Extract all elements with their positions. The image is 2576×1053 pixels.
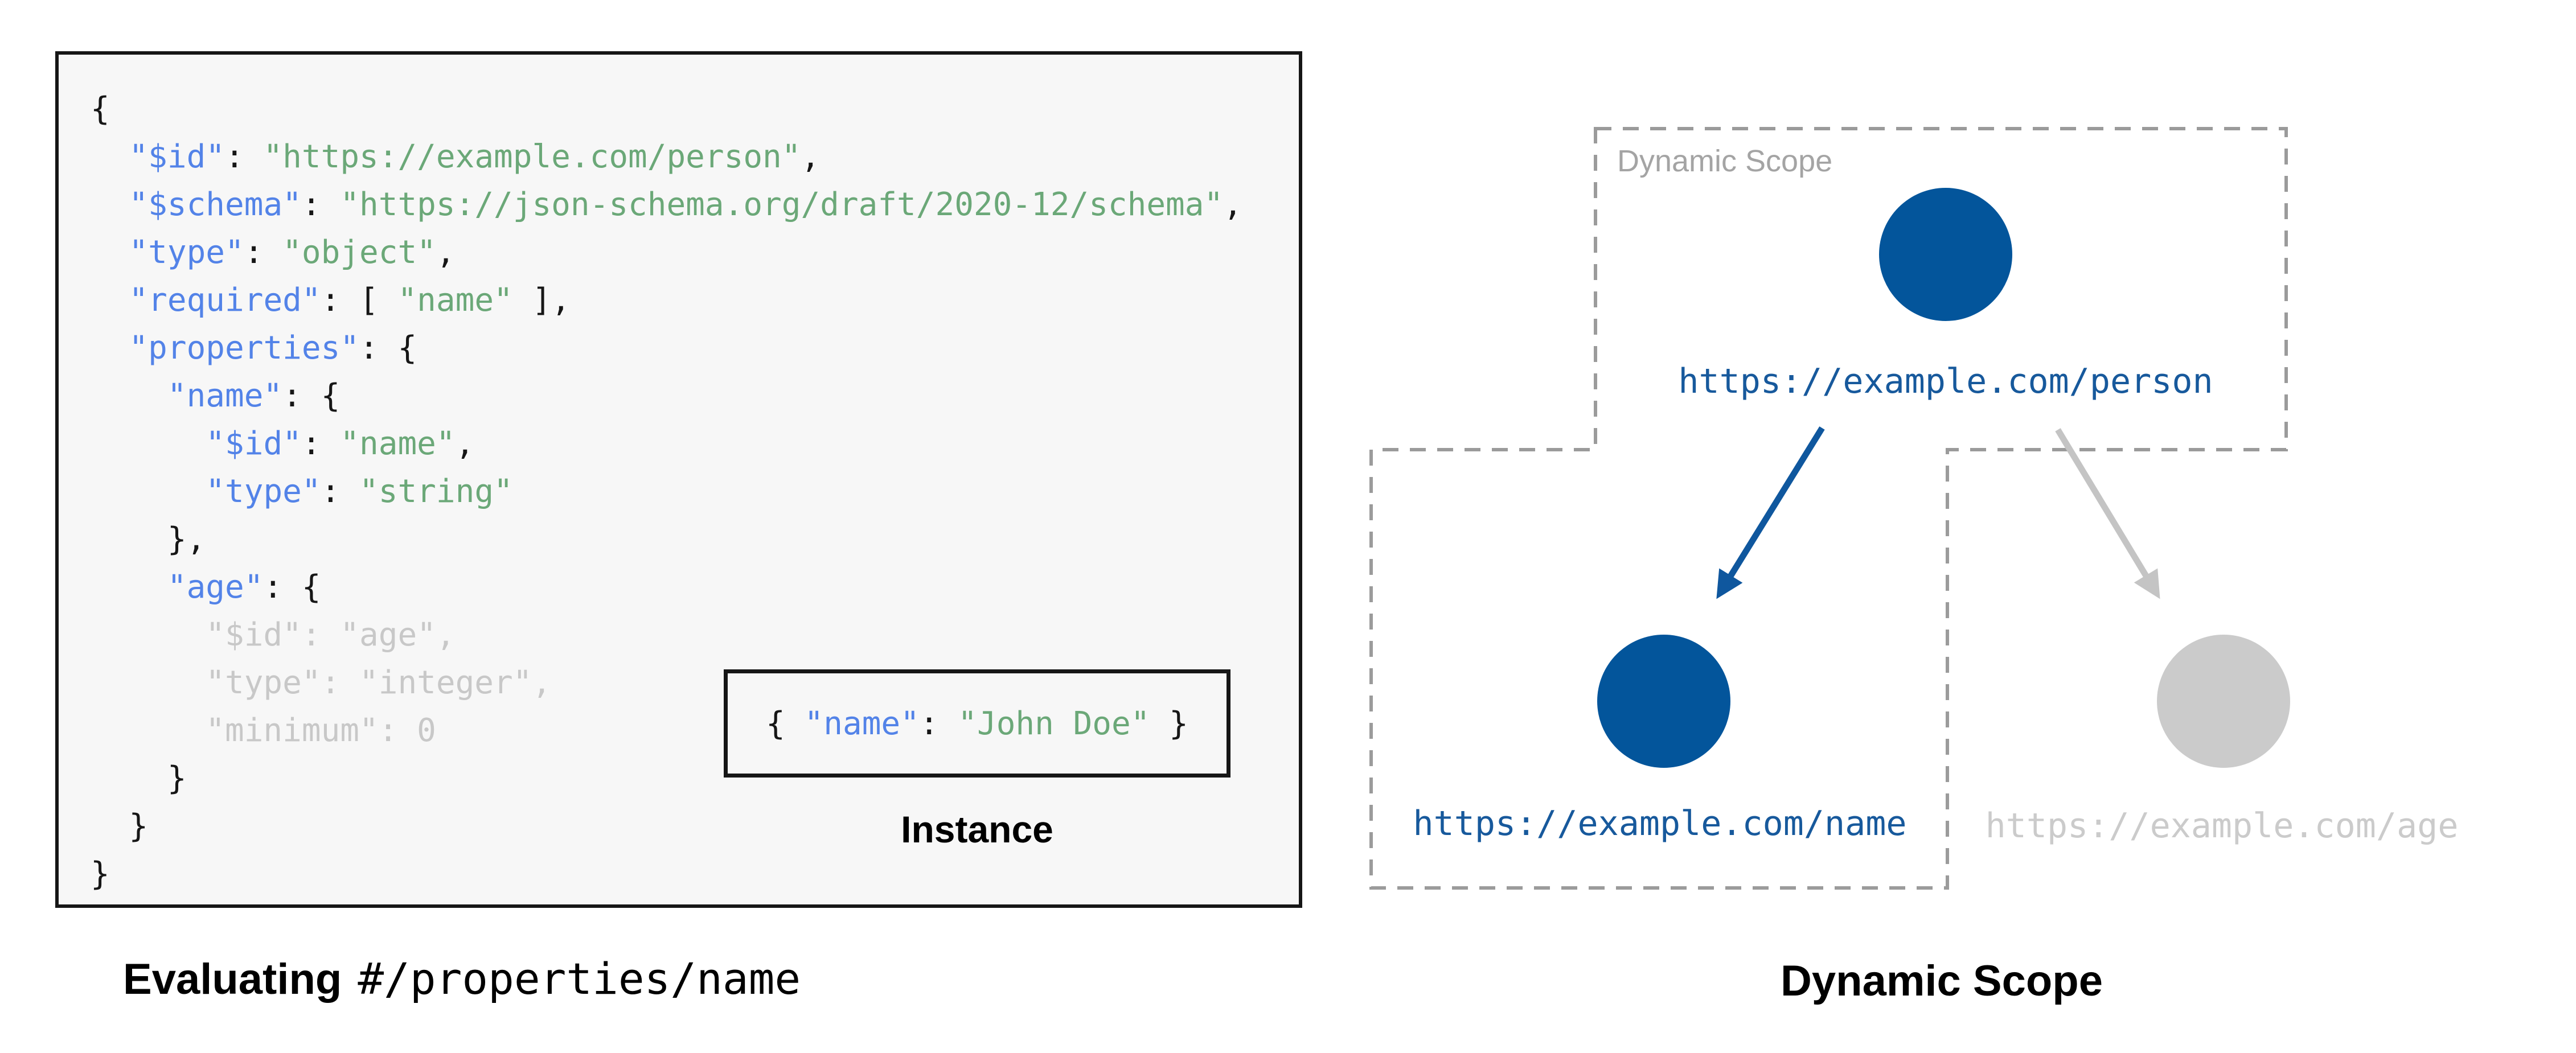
instance-box: { "name": "John Doe" }: [724, 669, 1230, 778]
name-node-circle: [1597, 635, 1730, 768]
code-token: ,: [1223, 186, 1242, 223]
code-line: "properties": {: [91, 324, 1282, 372]
code-token: "$id": "age",: [91, 616, 456, 653]
code-token: ,: [801, 138, 821, 175]
code-token: "properties": [129, 330, 360, 367]
code-token: "$id": [206, 425, 302, 462]
code-token: : {: [359, 330, 417, 367]
name-node-url: https://example.com/name: [1413, 804, 1907, 844]
evaluating-caption-pointer: #/properties/name: [358, 953, 801, 1004]
code-line: "required": [ "name" ],: [91, 277, 1282, 324]
code-token: "string": [359, 473, 513, 510]
code-token: "John Doe": [958, 705, 1150, 742]
code-line: "type": "string": [91, 468, 1282, 516]
code-token: "name": [167, 377, 283, 414]
schema-code: { "$id": "https://example.com/person", "…: [59, 55, 1299, 898]
edge-person-to-name: [1716, 426, 1825, 599]
code-line: "minimum": 0: [91, 707, 1282, 755]
code-line: "type": "integer",: [91, 659, 1282, 707]
age-node-circle: [2157, 635, 2290, 768]
code-token: "object": [282, 234, 436, 271]
code-line: "$id": "name",: [91, 420, 1282, 468]
code-token: "https://example.com/person": [263, 138, 801, 175]
age-node-url: https://example.com/age: [1985, 806, 2459, 846]
code-line: }: [91, 803, 1282, 850]
code-token: :: [919, 705, 958, 742]
edge-person-to-age: [2055, 428, 2160, 599]
code-token: "age": [167, 569, 264, 606]
code-line: }: [91, 755, 1282, 803]
code-token: "https://json-schema.org/draft/2020-12/s…: [340, 186, 1224, 223]
code-line: "$id": "age",: [91, 611, 1282, 659]
code-token: :: [301, 186, 341, 223]
person-node-url: https://example.com/person: [1678, 361, 2213, 401]
person-node-circle: [1879, 188, 2012, 321]
code-line: "type": "object",: [91, 229, 1282, 277]
code-line: "$id": "https://example.com/person",: [91, 133, 1282, 181]
code-token: }: [1150, 705, 1188, 742]
code-token: }: [91, 855, 110, 892]
code-token: "$schema": [129, 186, 302, 223]
instance-code: { "name": "John Doe" }: [766, 705, 1188, 742]
code-line: {: [91, 85, 1282, 133]
dynamic-scope-caption: Dynamic Scope: [1781, 957, 2103, 1005]
evaluating-caption-title: Evaluating: [123, 955, 342, 1003]
code-token: {: [766, 705, 805, 742]
code-token: }: [91, 808, 149, 845]
code-token: },: [91, 521, 206, 558]
code-token: "name": [340, 425, 456, 462]
code-line: },: [91, 516, 1282, 563]
code-token: : {: [263, 569, 321, 606]
code-token: }: [91, 760, 187, 797]
code-token: : [: [321, 282, 398, 319]
code-token: : {: [282, 377, 341, 414]
code-token: "required": [129, 282, 321, 319]
code-token: "minimum": 0: [91, 712, 436, 749]
code-token: :: [301, 425, 341, 462]
code-token: :: [321, 473, 360, 510]
code-token: "type": "integer",: [91, 664, 552, 701]
code-token: {: [91, 91, 110, 127]
code-token: :: [244, 234, 283, 271]
code-token: "type": [206, 473, 321, 510]
code-token: :: [225, 138, 264, 175]
code-line: }: [91, 850, 1282, 898]
schema-code-box: { "$id": "https://example.com/person", "…: [55, 51, 1302, 908]
dynamic-scope-boundary: [1369, 127, 2288, 890]
code-token: "name": [804, 705, 920, 742]
code-token: "name": [397, 282, 513, 319]
code-token: ,: [455, 425, 475, 462]
code-line: "$schema": "https://json-schema.org/draf…: [91, 181, 1282, 229]
code-line: "name": {: [91, 372, 1282, 420]
code-token: "type": [129, 234, 244, 271]
code-line: "age": {: [91, 563, 1282, 611]
code-token: ,: [436, 234, 456, 271]
instance-label: Instance: [901, 808, 1053, 850]
code-token: "$id": [129, 138, 225, 175]
evaluating-caption: Evaluating #/properties/name: [123, 952, 801, 1007]
code-token: ],: [512, 282, 571, 319]
dynamic-scope-box-label: Dynamic Scope: [1617, 144, 1833, 178]
